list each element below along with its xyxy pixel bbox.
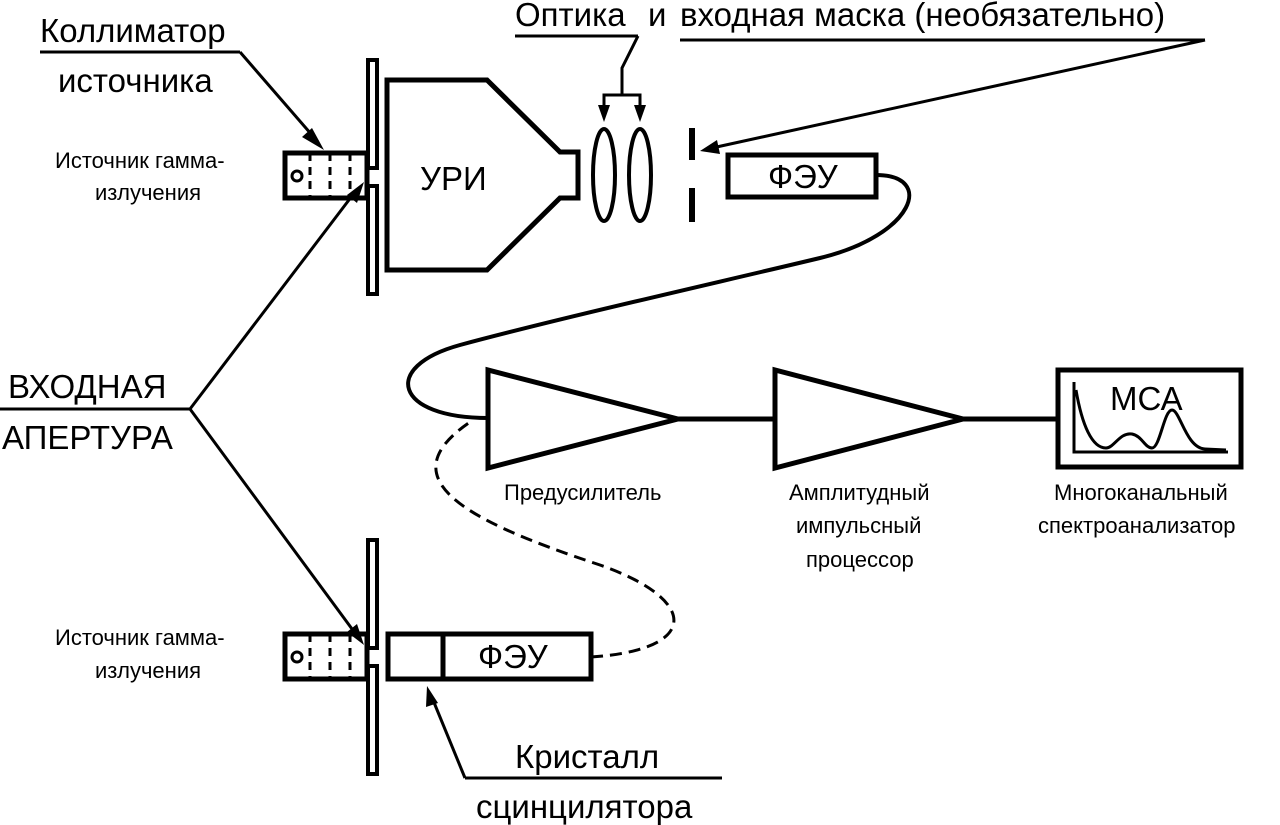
crystal-arrowhead: [426, 686, 438, 707]
source-collimator-top: [282, 150, 370, 201]
source-collimator-bottom: [282, 631, 370, 682]
gamma-source-top-line2: излучения: [95, 180, 201, 205]
crystal-label-line2: сцинцилятора: [476, 788, 693, 825]
amp-processor-triangle: [772, 366, 973, 472]
gamma-source-bottom-line2: излучения: [95, 658, 201, 683]
mask-arrowhead: [700, 140, 720, 154]
amp-processor-line1: Амплитудный: [789, 480, 930, 505]
and-label: и: [648, 0, 666, 33]
optics-leader-line: [602, 35, 642, 108]
mca-caption-line2: спектроанализатор: [1038, 513, 1235, 538]
gamma-source-bottom-line1: Источник гамма-: [55, 625, 225, 650]
lens-left-icon: [591, 127, 617, 223]
input-mask-label: входная маска (необязательно): [680, 0, 1165, 33]
lens-right-icon: [627, 127, 653, 223]
collimator-leader-line: [238, 51, 320, 143]
aperture-leader-bottom: [188, 408, 357, 634]
preamp-label: Предусилитель: [504, 480, 661, 505]
mca-box: [1055, 367, 1244, 470]
mca-spectrum-icon: [1072, 382, 1228, 454]
collimator-label-line2: источника: [58, 62, 213, 99]
pmt-top-label: ФЭУ: [768, 158, 839, 195]
collimator-arrowhead: [302, 128, 324, 150]
scintillator-crystal-box: [385, 631, 446, 682]
crystal-label-line1: Кристалл: [515, 738, 659, 775]
pmt-bottom-label: ФЭУ: [478, 638, 549, 675]
preamp-triangle: [485, 366, 679, 472]
source-dot-icon-bottom: [290, 650, 304, 664]
aperture-plate-bottom: [366, 538, 379, 776]
input-aperture-line1: ВХОДНАЯ: [8, 368, 166, 405]
amp-processor-line2: импульсный: [796, 513, 921, 538]
cable-bottom-pmt-to-preamp: [434, 420, 676, 659]
optics-label: Оптика: [515, 0, 626, 33]
aperture-plate-top: [366, 58, 379, 296]
amp-processor-line3: процессор: [806, 547, 914, 572]
uri-body: [384, 77, 581, 273]
mca-caption-line1: Многоканальный: [1054, 480, 1228, 505]
optics-arrowhead-right: [634, 105, 646, 122]
cable-top-pmt-to-preamp: [406, 173, 912, 420]
aperture-leader-top: [188, 191, 357, 410]
gamma-source-top-line1: Источник гамма-: [55, 148, 225, 173]
aperture-arrowhead-top: [347, 182, 364, 203]
source-dot-icon: [290, 169, 304, 183]
crystal-leader-line: [431, 699, 467, 779]
uri-label: УРИ: [420, 160, 487, 197]
mask-leader-line: [711, 38, 1206, 150]
input-aperture-line2: АПЕРТУРА: [2, 419, 173, 456]
collimator-label-line1: Коллиматор: [40, 12, 226, 49]
optics-arrowhead-left: [598, 105, 610, 122]
